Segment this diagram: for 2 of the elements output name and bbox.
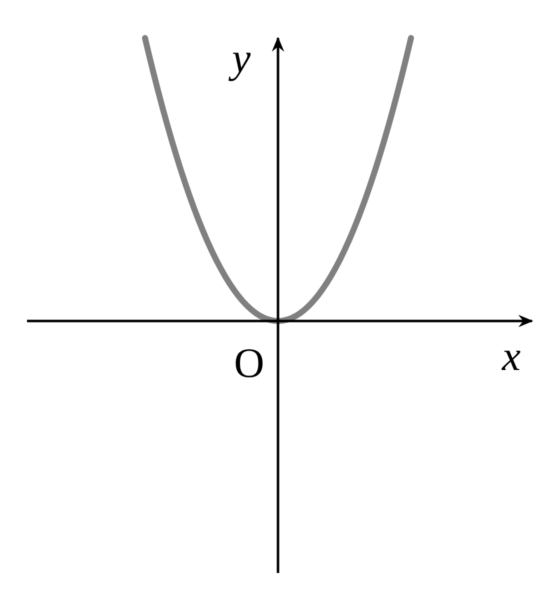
origin-label: O (234, 343, 264, 385)
axis-label: x (502, 336, 521, 378)
